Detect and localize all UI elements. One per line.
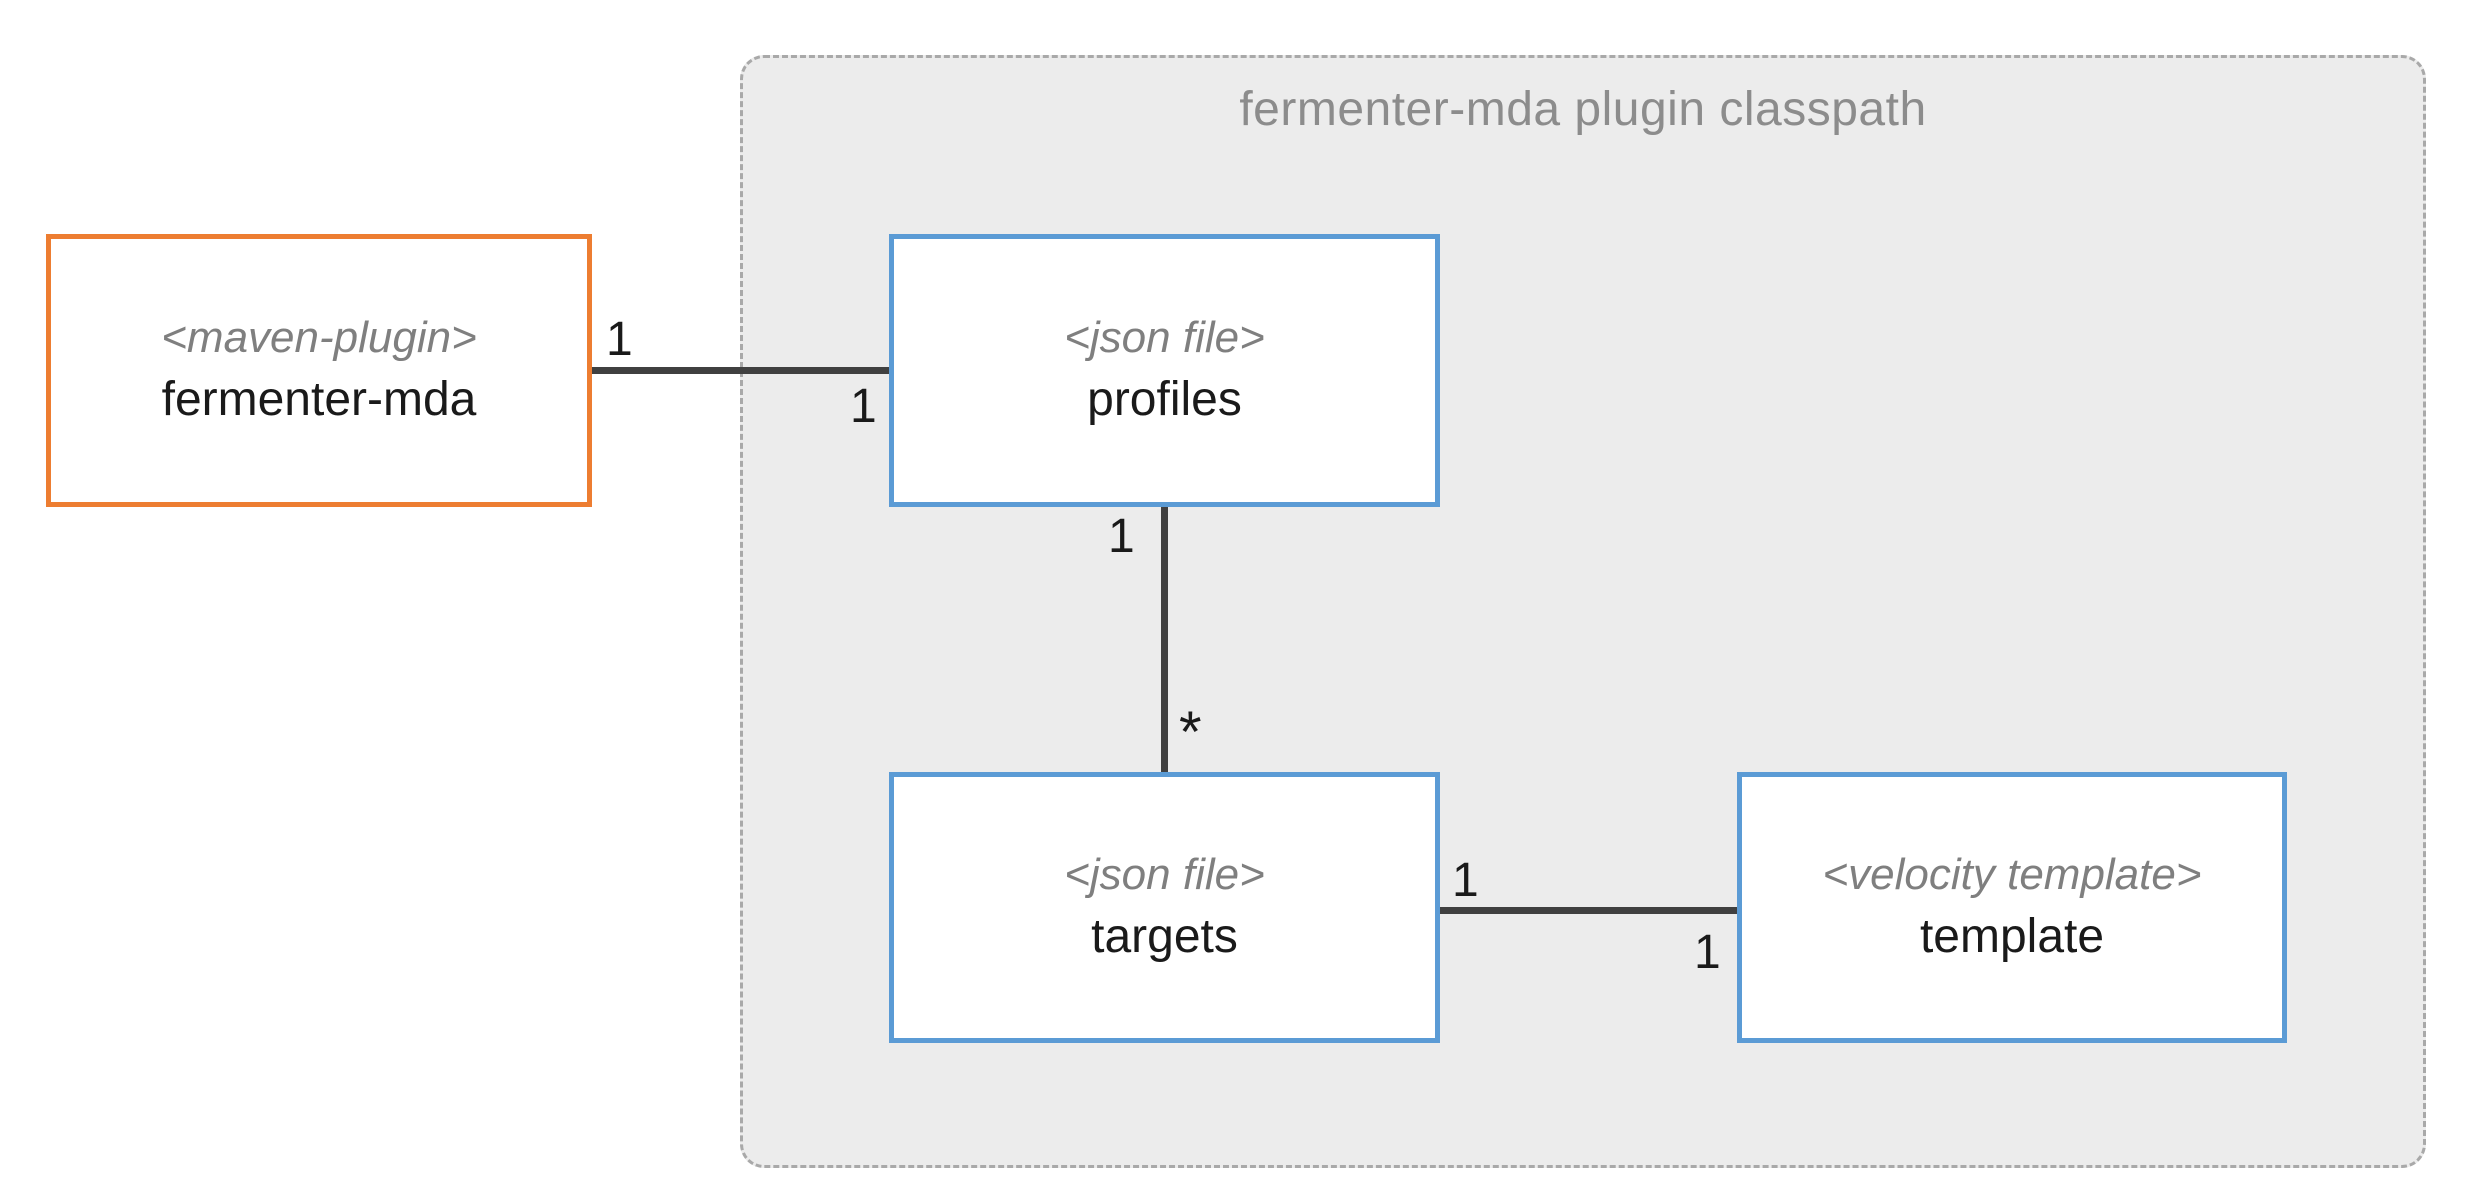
node-fermenter-mda-stereotype: <maven-plugin> bbox=[161, 312, 477, 362]
node-profiles: <json file> profiles bbox=[889, 234, 1440, 507]
node-template: <velocity template> template bbox=[1737, 772, 2287, 1043]
multiplicity-targets-top-star: * bbox=[1179, 700, 1202, 765]
multiplicity-profiles-bottom: 1 bbox=[1108, 510, 1135, 563]
node-profiles-stereotype: <json file> bbox=[1064, 312, 1265, 362]
node-fermenter-mda: <maven-plugin> fermenter-mda bbox=[46, 234, 592, 507]
node-template-name: template bbox=[1919, 910, 2105, 964]
multiplicity-profiles-side: 1 bbox=[850, 380, 877, 433]
edge-targets-to-template bbox=[1440, 907, 1737, 914]
multiplicity-fermenter-side: 1 bbox=[606, 313, 633, 366]
multiplicity-template-side: 1 bbox=[1694, 926, 1721, 979]
node-targets: <json file> targets bbox=[889, 772, 1440, 1043]
container-title: fermenter-mda plugin classpath bbox=[1239, 83, 1927, 136]
node-targets-name: targets bbox=[1091, 910, 1238, 964]
node-targets-stereotype: <json file> bbox=[1064, 849, 1265, 899]
node-fermenter-mda-name: fermenter-mda bbox=[161, 373, 477, 427]
node-profiles-name: profiles bbox=[1087, 373, 1242, 427]
edge-fermenter-to-profiles bbox=[592, 367, 889, 374]
edge-profiles-to-targets bbox=[1161, 507, 1168, 772]
multiplicity-targets-side: 1 bbox=[1452, 854, 1479, 907]
node-template-stereotype: <velocity template> bbox=[1822, 849, 2202, 899]
